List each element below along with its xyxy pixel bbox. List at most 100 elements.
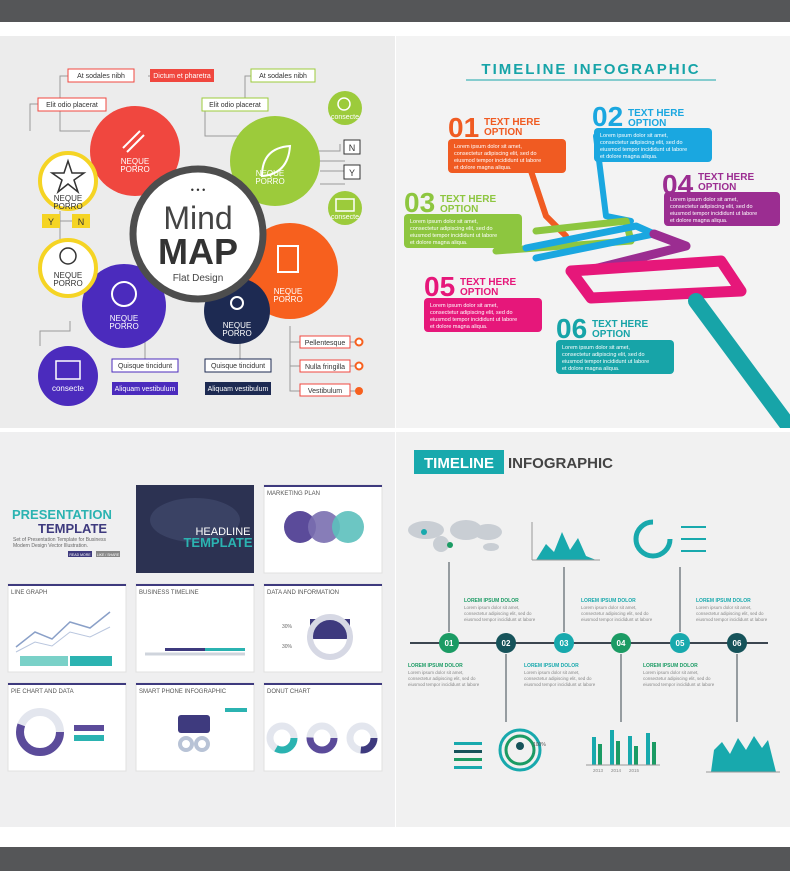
svg-text:100%: 100% (533, 742, 546, 748)
svg-text:Aliquam vestibulum: Aliquam vestibulum (115, 386, 176, 393)
read-more-button[interactable] (68, 551, 92, 557)
timeline2-title-highlight: TIMELINE (424, 455, 494, 472)
svg-text:Lorem ipsum dolor sit amet,: Lorem ipsum dolor sit amet, (430, 303, 498, 309)
timeline1-road (492, 133, 790, 428)
svg-text:PORRO: PORRO (255, 177, 284, 186)
slide-titles: MARKETING PLAN LINE GRAPH BUSINESS TIMEL… (11, 491, 339, 695)
presentation-title-line1: PRESENTATION (12, 507, 112, 522)
svg-text:eiusmod tempor incididunt ut l: eiusmod tempor incididunt ut labore (454, 158, 541, 164)
n-box (72, 214, 90, 228)
svg-text:TEXT HERE: TEXT HERE (628, 108, 684, 119)
star-icon (49, 158, 87, 195)
svg-text:consecte: consecte (331, 114, 359, 121)
svg-text:LOREM IPSUM DOLOR: LOREM IPSUM DOLOR (464, 598, 519, 604)
svg-text:Modern Design Vector Illustrat: Modern Design Vector Illustration. (13, 543, 88, 549)
svg-text:04: 04 (617, 639, 626, 648)
svg-text:NEQUE: NEQUE (223, 321, 251, 330)
timeline2-title-rest: INFOGRAPHIC (508, 455, 613, 472)
svg-text:NEQUE: NEQUE (121, 157, 149, 166)
svg-text:02: 02 (592, 101, 623, 132)
mindmap-subtitle: Flat Design (173, 273, 224, 284)
svg-text:Dictum et pharetra: Dictum et pharetra (153, 73, 211, 80)
user-ring-inner (504, 734, 536, 766)
timeline1-svg: TIMELINE INFOGRAPHIC 01 TEXT HERE OPTION… (404, 61, 790, 428)
svg-text:consectetur adipiscing elit, s: consectetur adipiscing elit, sed do (600, 140, 683, 146)
y-box (42, 214, 60, 228)
y-box-right (343, 164, 361, 180)
svg-text:LIKE / SHARE: LIKE / SHARE (97, 553, 120, 557)
svg-text:consectetur adipiscing elit, s: consectetur adipiscing elit, sed do (524, 676, 592, 681)
top-bar (0, 0, 790, 22)
svg-text:05: 05 (424, 271, 455, 302)
svg-text:READ MORE: READ MORE (69, 553, 91, 557)
svg-text:consecte: consecte (331, 214, 359, 221)
svg-text:TEXT HERE: TEXT HERE (592, 319, 648, 330)
svg-text:et dolore magna aliqua.: et dolore magna aliqua. (454, 165, 512, 171)
svg-text:eiusmod tempor incididunt ut l: eiusmod tempor incididunt ut labore (408, 682, 480, 687)
svg-text:consecte: consecte (52, 384, 85, 393)
svg-text:PORRO: PORRO (120, 165, 149, 174)
like-share-button[interactable] (96, 551, 120, 557)
user-ring-outer (498, 728, 542, 772)
svg-text:Lorem ipsum dolor sit amet,: Lorem ipsum dolor sit amet, (562, 345, 630, 351)
svg-text:LOREM IPSUM DOLOR: LOREM IPSUM DOLOR (408, 663, 463, 669)
bottom-bar-chart (592, 730, 656, 765)
svg-text:OPTION: OPTION (628, 118, 666, 129)
donut-charts (266, 722, 378, 754)
svg-text:N: N (349, 143, 356, 153)
svg-text:consectetur adipiscing elit, s: consectetur adipiscing elit, sed do (581, 611, 649, 616)
svg-text:OPTION: OPTION (460, 287, 498, 298)
svg-text:consectetur adipiscing elit, s: consectetur adipiscing elit, sed do (643, 676, 711, 681)
svg-text:06: 06 (556, 313, 587, 344)
svg-text:consectetur adipiscing elit, s: consectetur adipiscing elit, sed do (430, 310, 513, 316)
pencil-icon (122, 130, 145, 153)
svg-text:2014: 2014 (611, 768, 622, 773)
timeline1-title: TIMELINE INFOGRAPHIC (481, 61, 700, 78)
svg-text:PORRO: PORRO (53, 202, 82, 211)
business-timeline-seg-1 (165, 648, 205, 651)
bottom-bar (0, 847, 790, 871)
svg-text:06: 06 (733, 639, 742, 648)
svg-text:eiusmod tempor incididunt ut l: eiusmod tempor incididunt ut labore (524, 682, 596, 687)
svg-text:consectetur adipiscing elit, s: consectetur adipiscing elit, sed do (410, 226, 493, 232)
svg-text:PIE CHART AND DATA: PIE CHART AND DATA (11, 689, 74, 695)
svg-text:OPTION: OPTION (440, 204, 478, 215)
svg-text:LOREM IPSUM DOLOR: LOREM IPSUM DOLOR (696, 598, 751, 604)
svg-text:Lorem ipsum dolor sit amet,: Lorem ipsum dolor sit amet, (600, 133, 668, 139)
svg-text:HEADLINE: HEADLINE (195, 526, 250, 538)
svg-text:At sodales nibh: At sodales nibh (259, 73, 307, 80)
line-graph-box-1 (20, 656, 68, 666)
svg-text:consectetur adipiscing elit, s: consectetur adipiscing elit, sed do (454, 151, 537, 157)
svg-text:PORRO: PORRO (222, 329, 251, 338)
yellow-circle-bulb (38, 238, 98, 298)
chat-icon (55, 360, 81, 380)
svg-text:PORRO: PORRO (53, 279, 82, 288)
svg-text:consectetur adipiscing elit, s: consectetur adipiscing elit, sed do (408, 676, 476, 681)
pie-legend-bar-1 (74, 725, 104, 731)
svg-text:Y: Y (48, 217, 54, 227)
document-icon (277, 245, 299, 273)
phone-badge (225, 708, 247, 712)
line-graph-box-2 (70, 656, 112, 666)
svg-text:eiusmod tempor incididunt ut l: eiusmod tempor incididunt ut labore (430, 317, 517, 323)
timeline2-title-badge (414, 450, 504, 474)
svg-text:eiusmod tempor incididunt ut l: eiusmod tempor incididunt ut labore (581, 617, 653, 622)
svg-text:30%: 30% (282, 624, 293, 630)
cycle-lines (681, 526, 706, 552)
svg-text:Pellentesque: Pellentesque (305, 340, 346, 347)
svg-text:OPTION: OPTION (484, 127, 522, 138)
world-map-icon (408, 520, 502, 552)
pie-legend-bar-2 (74, 735, 104, 741)
svg-text:03: 03 (404, 187, 435, 218)
svg-text:At sodales nibh: At sodales nibh (77, 73, 125, 80)
svg-text:2015: 2015 (629, 768, 640, 773)
svg-text:Quisque tincidunt: Quisque tincidunt (211, 363, 265, 370)
phone-screen (178, 715, 210, 733)
svg-text:OPTION: OPTION (592, 329, 630, 340)
clock-icon (111, 281, 137, 307)
red-circle (90, 106, 180, 196)
timeline1-panel: TIMELINE INFOGRAPHIC 01 TEXT HERE OPTION… (396, 36, 790, 428)
